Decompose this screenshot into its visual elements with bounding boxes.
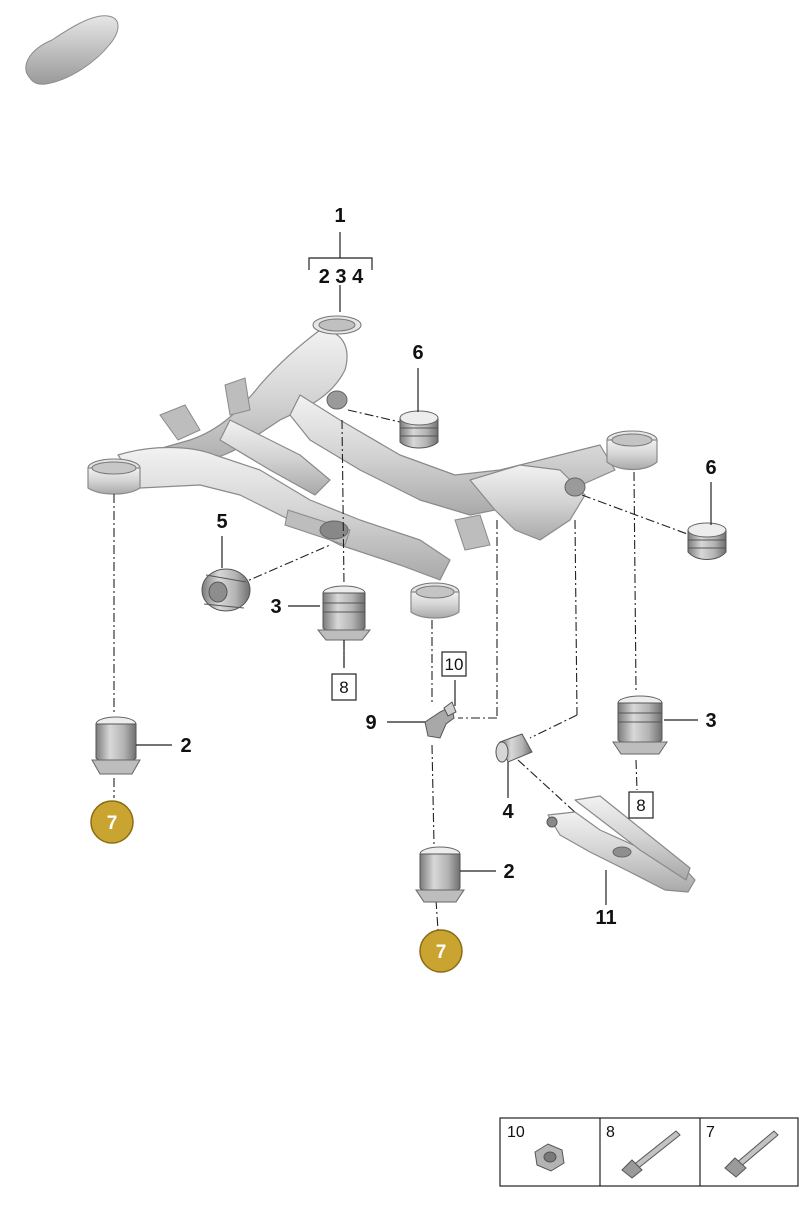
bushing-6-right[interactable] [687, 522, 727, 560]
nut-icon [534, 1143, 565, 1172]
bushing-4[interactable] [495, 733, 533, 763]
short-bolt-icon [724, 1130, 779, 1178]
assembly-lines [113, 409, 691, 931]
callout-11[interactable]: 11 [595, 907, 616, 929]
boxed-callout-8-left[interactable]: 8 [331, 673, 357, 701]
svg-text:10: 10 [507, 1124, 525, 1141]
leader-lines [136, 232, 712, 905]
callout-1-subparts: 2 3 4 [319, 266, 364, 288]
callout-3-left[interactable]: 3 [270, 596, 281, 618]
svg-text:7: 7 [706, 1124, 715, 1141]
boxed-callout-10[interactable]: 10 [441, 651, 467, 677]
svg-text:8: 8 [606, 1124, 615, 1141]
bushing-3-left[interactable] [316, 585, 372, 641]
fastener-legend: 10 8 7 [499, 1117, 799, 1187]
callout-3-right[interactable]: 3 [705, 710, 716, 732]
badge-7-left[interactable]: 7 [90, 800, 134, 844]
control-arm-11[interactable] [546, 795, 696, 893]
bracket-9[interactable] [424, 701, 457, 739]
bushing-2-right[interactable] [415, 846, 465, 903]
callout-9[interactable]: 9 [365, 712, 376, 734]
bushing-5[interactable] [201, 568, 251, 612]
boxed-callout-8-right[interactable]: 8 [628, 791, 654, 819]
legend-cell-8[interactable]: 8 [606, 1124, 681, 1179]
svg-text:8: 8 [636, 796, 645, 815]
callout-4[interactable]: 4 [502, 801, 514, 823]
callouts: 1 2 3 4 6 6 5 3 3 2 2 9 4 11 [180, 205, 716, 929]
svg-text:7: 7 [107, 813, 118, 834]
callout-5[interactable]: 5 [216, 511, 227, 533]
long-bolt-icon [621, 1130, 681, 1179]
svg-text:8: 8 [339, 678, 348, 697]
legend-cell-7[interactable]: 7 [706, 1124, 779, 1178]
bushing-3-right[interactable] [612, 695, 668, 755]
bushing-6-top[interactable] [399, 410, 439, 449]
svg-text:7: 7 [436, 942, 447, 963]
callout-6-right[interactable]: 6 [705, 457, 716, 479]
svg-text:10: 10 [445, 655, 464, 674]
callout-2-right[interactable]: 2 [503, 861, 514, 883]
badge-7-right[interactable]: 7 [419, 929, 463, 973]
legend-cell-10[interactable]: 10 [507, 1124, 565, 1172]
rear-axle-subframe[interactable] [87, 315, 658, 619]
bushing-2-left[interactable] [91, 716, 141, 775]
car-silhouette-icon[interactable] [25, 15, 119, 85]
callout-2-left[interactable]: 2 [180, 735, 191, 757]
callout-6-top[interactable]: 6 [412, 342, 423, 364]
callout-1[interactable]: 1 [334, 205, 345, 227]
